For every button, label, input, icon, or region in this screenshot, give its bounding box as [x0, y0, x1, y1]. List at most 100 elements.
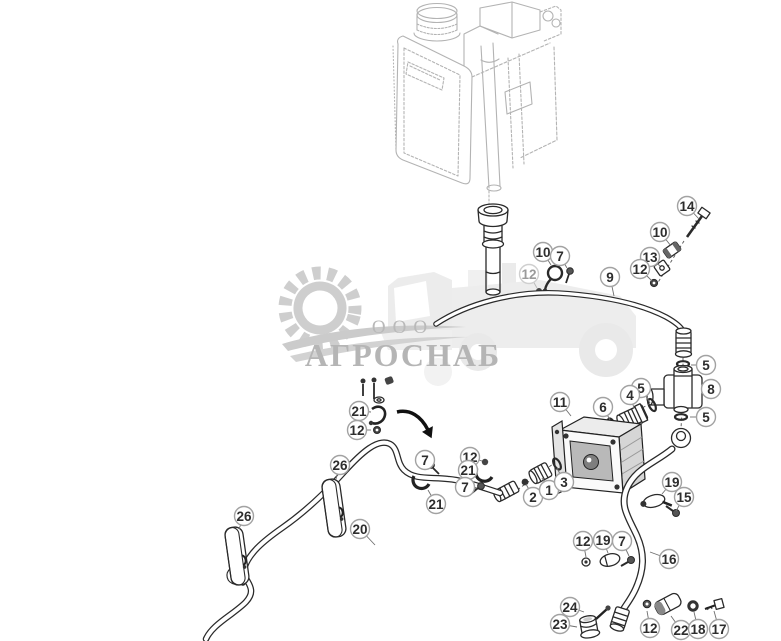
callout-circle: [572, 530, 594, 552]
callout-number: 12: [575, 534, 590, 549]
callout-16: 16: [649, 548, 680, 570]
callout-10: 10: [649, 221, 672, 247]
callout-circle: [553, 471, 575, 493]
callout-8: 8: [700, 378, 722, 400]
callout-14: 14: [676, 195, 700, 220]
callout-number: 12: [521, 267, 536, 282]
callout-number: 10: [652, 225, 667, 240]
callout-12: 12: [346, 419, 371, 441]
callout-6: 6: [592, 396, 614, 421]
nut-12-top: [649, 278, 659, 288]
callout-number: 7: [421, 453, 429, 468]
callout-number: 12: [642, 621, 657, 636]
callout-circle: [676, 195, 698, 217]
callout-circle: [549, 391, 571, 413]
callout-number: 5: [702, 410, 710, 425]
callout-circle: [592, 396, 614, 418]
callout-circle: [414, 449, 436, 471]
callout-number: 26: [332, 458, 348, 473]
callout-10: 10: [532, 241, 554, 266]
elbow-fitting-8: [646, 364, 703, 414]
hose-20: [202, 439, 504, 641]
hose-16-banjo-fitting: [670, 427, 692, 449]
gear-icon: [278, 266, 362, 350]
bushing-10: [662, 241, 682, 259]
filler-neck: [477, 203, 509, 296]
loose-hardware-group: [360, 376, 394, 404]
callout-circle: [549, 245, 571, 267]
callout-circle: [649, 221, 671, 243]
sleeve-26-left: [224, 526, 250, 586]
callout-number: 14: [679, 199, 695, 214]
callout-circle: [695, 406, 717, 428]
callout-number: 7: [556, 249, 564, 264]
callout-21: 21: [457, 459, 479, 481]
hydraulic-tank-reference: [392, 1, 562, 205]
callout-number: 19: [664, 475, 679, 490]
nut-12b: [481, 458, 489, 466]
callout-number: 17: [711, 622, 726, 637]
sleeve-26-right: [321, 478, 347, 538]
callout-3: 3: [553, 467, 575, 493]
callout-11: 11: [549, 391, 572, 417]
watermark-company-name: АГРОСНАБ: [305, 337, 501, 373]
callout-26: 26: [233, 505, 255, 530]
ball-2: [521, 478, 529, 486]
callout-12: 12: [518, 263, 540, 289]
callout-number: 7: [618, 534, 626, 549]
callout-circle: [518, 263, 540, 285]
callout-number: 24: [562, 600, 578, 615]
hydraulic-pump-11: [551, 416, 646, 495]
callout-number: 9: [606, 270, 614, 285]
parts-artwork: [202, 203, 725, 641]
o-ring-3: [552, 457, 562, 471]
screw-7c: [620, 556, 635, 567]
callout-number: 12: [632, 262, 647, 277]
direction-arrow: [396, 409, 433, 439]
callout-number: 10: [535, 245, 550, 260]
callout-12: 12: [639, 610, 661, 639]
callout-4: 4: [619, 384, 641, 409]
callout-23: 23: [549, 613, 578, 635]
callout-number: 21: [428, 497, 444, 512]
callout-number: 16: [661, 552, 677, 567]
nut-12c: [373, 426, 381, 434]
callout-circle: [233, 505, 255, 527]
callout-circle: [658, 548, 680, 570]
callout-9: 9: [599, 266, 621, 297]
hose-9: [433, 289, 686, 334]
callout-12: 12: [572, 530, 594, 558]
clamp-21c: [368, 405, 387, 426]
callout-7: 7: [414, 449, 436, 471]
callout-number: 20: [352, 522, 367, 537]
callout-circle: [629, 258, 651, 280]
callout-21: 21: [348, 400, 372, 422]
callout-circle: [425, 493, 447, 515]
callout-circle: [661, 471, 683, 493]
washer-18: [687, 600, 699, 612]
callout-21: 21: [425, 489, 447, 515]
callout-number: 11: [553, 395, 568, 410]
hose-16: [613, 445, 676, 625]
callout-number: 19: [595, 533, 610, 548]
bolt-14: [685, 206, 711, 238]
callout-number: 18: [690, 622, 706, 637]
callout-circle: [559, 596, 581, 618]
callout-circle: [673, 486, 695, 508]
callout-7: 7: [454, 476, 478, 498]
nut-12d: [642, 599, 652, 609]
callout-number: 7: [461, 480, 469, 495]
combine-silhouette: [380, 263, 636, 386]
callout-17: 17: [708, 610, 730, 640]
screw-7-top: [565, 267, 574, 284]
leaf-swoosh: [282, 325, 468, 362]
callout-circle: [329, 454, 351, 476]
callout-number: 12: [349, 423, 364, 438]
callout-number: 26: [236, 509, 252, 524]
callout-13: 13: [639, 246, 661, 268]
callout-number: 5: [702, 358, 710, 373]
cap-23: [579, 615, 601, 639]
callout-circle: [599, 266, 621, 288]
inlet-fitting-1: [528, 462, 553, 485]
